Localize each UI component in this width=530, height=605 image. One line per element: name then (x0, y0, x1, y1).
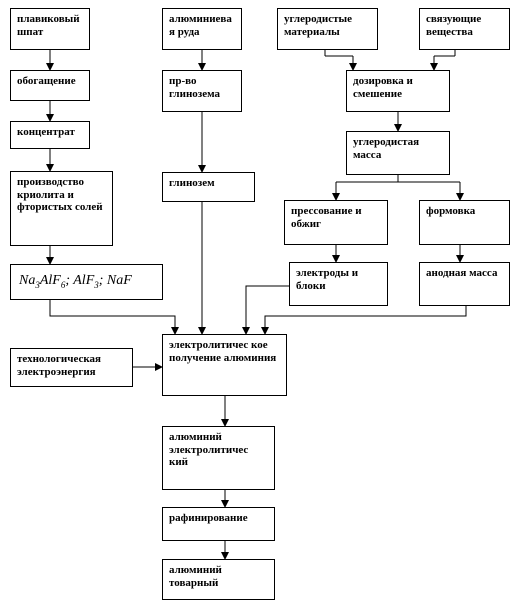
node-label: электролитичес кое получение алюминия (169, 339, 277, 364)
node-label: электроды и блоки (296, 267, 359, 292)
node-cryolite-production: производство криолита и фтористых солей (10, 171, 113, 246)
arrow-electrodes-to-electrolysis (242, 285, 289, 335)
node-forming: формовка (419, 200, 510, 245)
node-aluminum-commercial: алюминий товарный (162, 559, 275, 600)
node-fluorspar: плавиковый шпат (10, 8, 90, 50)
node-refining: рафинирование (162, 507, 275, 541)
node-alumina: глинозем (162, 172, 255, 202)
node-label: алюминий товарный (169, 564, 222, 589)
node-pressing-firing: прессование и обжиг (284, 200, 388, 245)
node-carbon-materials: углеродистые материалы (277, 8, 378, 50)
node-alumina-production: пр-во глинозема (162, 70, 242, 112)
node-label: производство криолита и фтористых солей (17, 176, 103, 214)
node-aluminum-electrolytic: алюминий электролитичес кий (162, 426, 275, 490)
node-label: дозировка и смешение (353, 75, 413, 100)
arrow-formula-to-electrolysis (49, 300, 179, 335)
node-label: формовка (426, 205, 476, 217)
node-ore: алюминиевая руда (162, 8, 242, 50)
node-label: анодная масса (426, 267, 498, 279)
node-carbon-mass: углеродистая масса (346, 131, 450, 175)
node-binders: связующие вещества (419, 8, 510, 50)
node-label: углеродистая масса (353, 136, 420, 161)
node-label: углеродистые материалы (284, 13, 352, 38)
node-enrichment: обогащение (10, 70, 90, 101)
node-electricity: технологическая электроэнергия (10, 348, 133, 387)
node-anode-mass: анодная масса (419, 262, 510, 306)
node-label: плавиковый шпат (17, 13, 80, 38)
node-dosing-mixing: дозировка и смешение (346, 70, 450, 112)
node-label: пр-во глинозема (169, 75, 221, 100)
node-label: алюминий электролитичес кий (169, 431, 249, 469)
node-concentrate: концентрат (10, 121, 90, 149)
node-label: алюминиевая руда (169, 13, 232, 38)
node-label: прессование и обжиг (291, 205, 362, 230)
node-label: концентрат (17, 126, 75, 138)
formula-text: Na3AlF6; AlF3; NaF (19, 273, 132, 290)
node-label: связующие вещества (426, 13, 482, 38)
arrow-anode-to-electrolysis (261, 306, 467, 335)
node-label: глинозем (169, 177, 215, 189)
node-label: технологическая электроэнергия (17, 353, 101, 378)
node-electrolysis: электролитичес кое получение алюминия (162, 334, 287, 396)
node-label: обогащение (17, 75, 76, 87)
node-label: рафинирование (169, 512, 248, 524)
node-formula: Na3AlF6; AlF3; NaF (10, 264, 163, 300)
node-electrodes-blocks: электроды и блоки (289, 262, 388, 306)
